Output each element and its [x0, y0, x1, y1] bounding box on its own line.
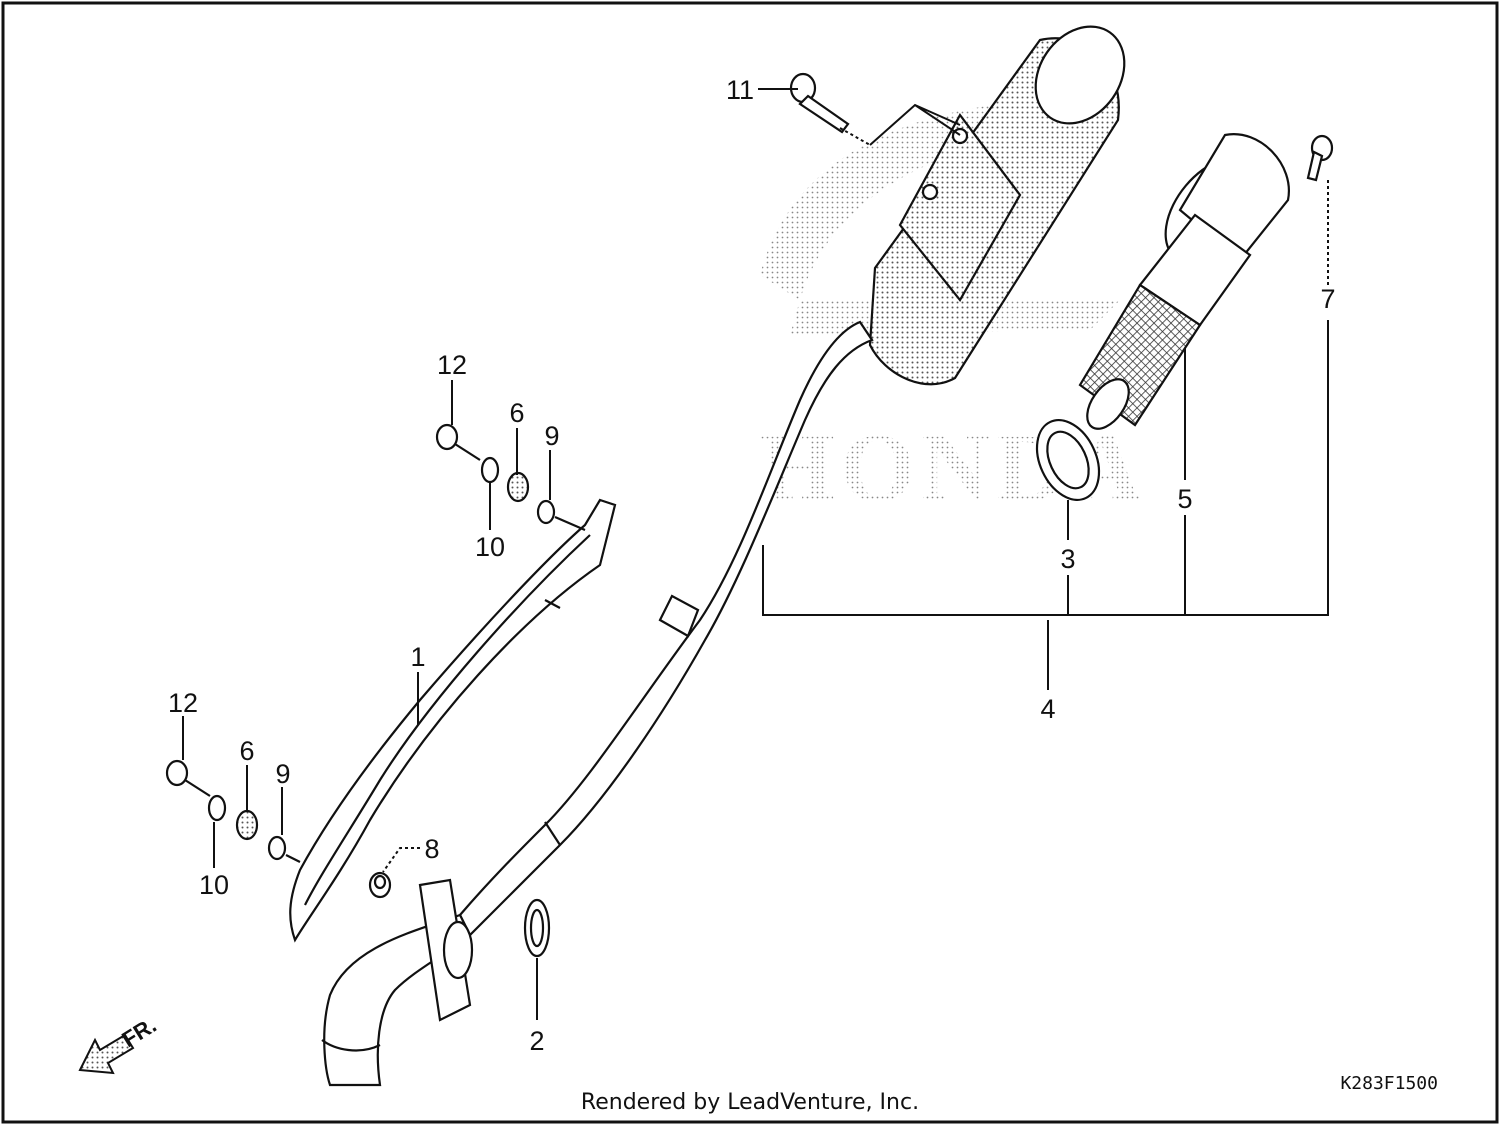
- callout-3: 3: [1060, 544, 1075, 574]
- callout-4: 4: [1040, 694, 1055, 724]
- muffler-body: [868, 25, 1126, 386]
- exhaust-pipe: [321, 320, 874, 1087]
- callout-10-upper: 10: [475, 532, 505, 562]
- front-arrow-icon: [78, 1033, 135, 1075]
- tail-pipe-spark-arrester: [1078, 133, 1290, 430]
- heat-shield: [289, 498, 617, 943]
- bolt-11: [789, 72, 850, 134]
- callout-5: 5: [1177, 484, 1192, 514]
- callout-9-lower: 9: [275, 759, 290, 789]
- callout-11: 11: [726, 75, 754, 105]
- callout-1: 1: [410, 642, 425, 672]
- diagram-code: K283F1500: [1340, 1073, 1438, 1094]
- fastener-set-lower: [165, 759, 301, 863]
- render-credit: Rendered by LeadVenture, Inc.: [580, 1090, 920, 1115]
- fastener-set-upper: [435, 423, 586, 532]
- callout-9-upper: 9: [544, 421, 559, 451]
- callout-12-lower: 12: [168, 688, 198, 718]
- callout-10-lower: 10: [199, 870, 229, 900]
- callout-6-upper: 6: [509, 398, 524, 428]
- callout-6-lower: 6: [239, 736, 254, 766]
- callout-8: 8: [424, 834, 439, 864]
- callout-12-upper: 12: [437, 350, 467, 380]
- bolt-7: [1306, 134, 1334, 182]
- callout-2: 2: [529, 1026, 544, 1056]
- callout-7: 7: [1320, 284, 1335, 314]
- nut-8: [368, 871, 392, 899]
